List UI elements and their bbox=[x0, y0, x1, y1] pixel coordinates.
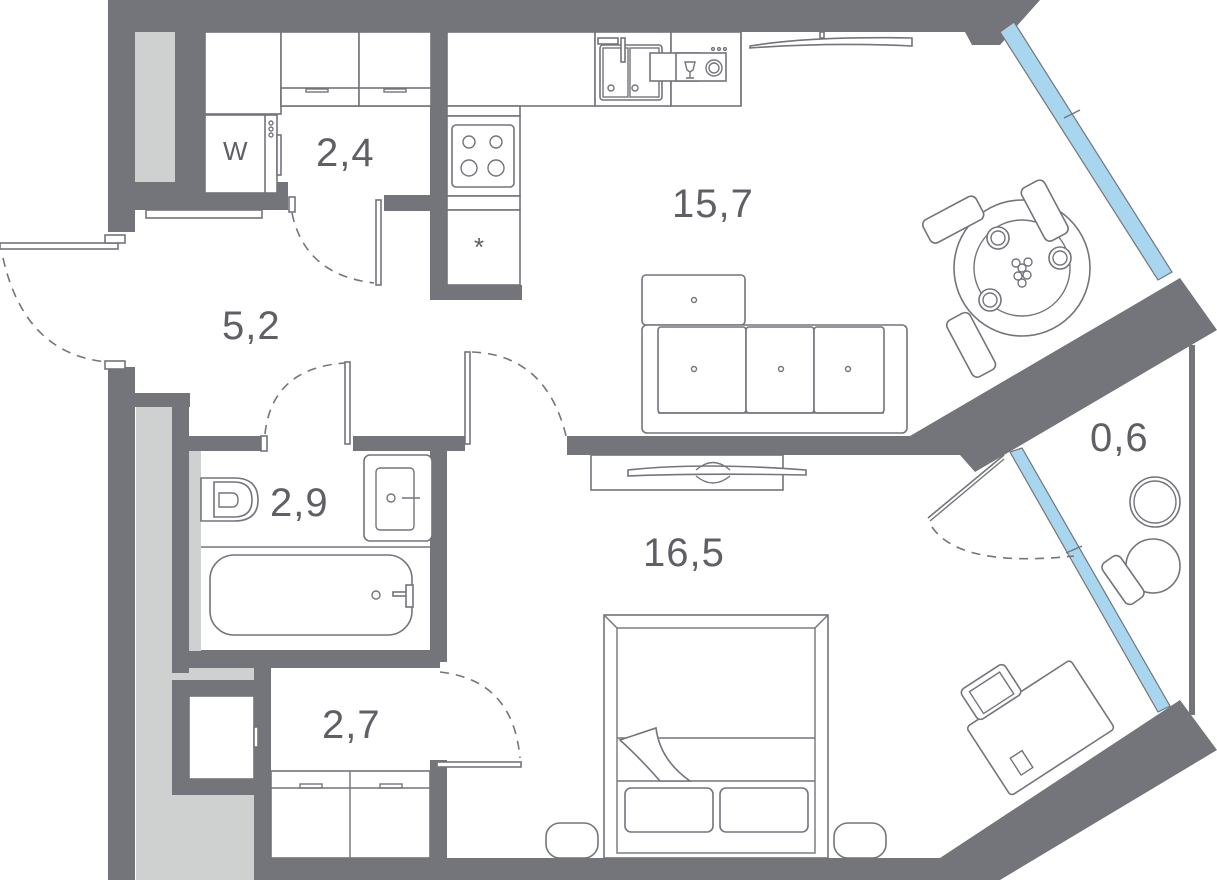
wardrobe-furniture bbox=[188, 695, 431, 859]
bathroom-fixtures bbox=[189, 451, 433, 651]
storage-room-furniture bbox=[145, 31, 432, 219]
area-label-kitchen-living: 15,7 bbox=[672, 182, 754, 226]
tv-stand bbox=[590, 454, 807, 491]
window-bedroom bbox=[1009, 447, 1171, 713]
area-label-storage: 2,4 bbox=[316, 131, 375, 175]
desk bbox=[960, 660, 1115, 796]
area-label-bathroom: 2,9 bbox=[270, 481, 329, 525]
kitchen-counter bbox=[446, 31, 913, 286]
utility-shaft-low bbox=[172, 795, 254, 880]
area-label-balcony: 0,6 bbox=[1090, 416, 1149, 460]
area-label-bedroom: 16,5 bbox=[643, 531, 725, 575]
window-kitchen bbox=[999, 21, 1173, 281]
bed bbox=[545, 614, 887, 859]
area-label-hallway: 5,2 bbox=[222, 304, 281, 348]
balcony-furniture bbox=[1101, 476, 1181, 606]
dining-table bbox=[921, 179, 1091, 378]
sofa bbox=[641, 274, 908, 434]
fridge-symbol: * bbox=[474, 232, 486, 262]
doors bbox=[0, 196, 1075, 768]
washer-symbol: W bbox=[223, 136, 249, 166]
area-label-wardrobe: 2,7 bbox=[322, 703, 381, 747]
utility-shaft-bottom bbox=[136, 407, 172, 880]
